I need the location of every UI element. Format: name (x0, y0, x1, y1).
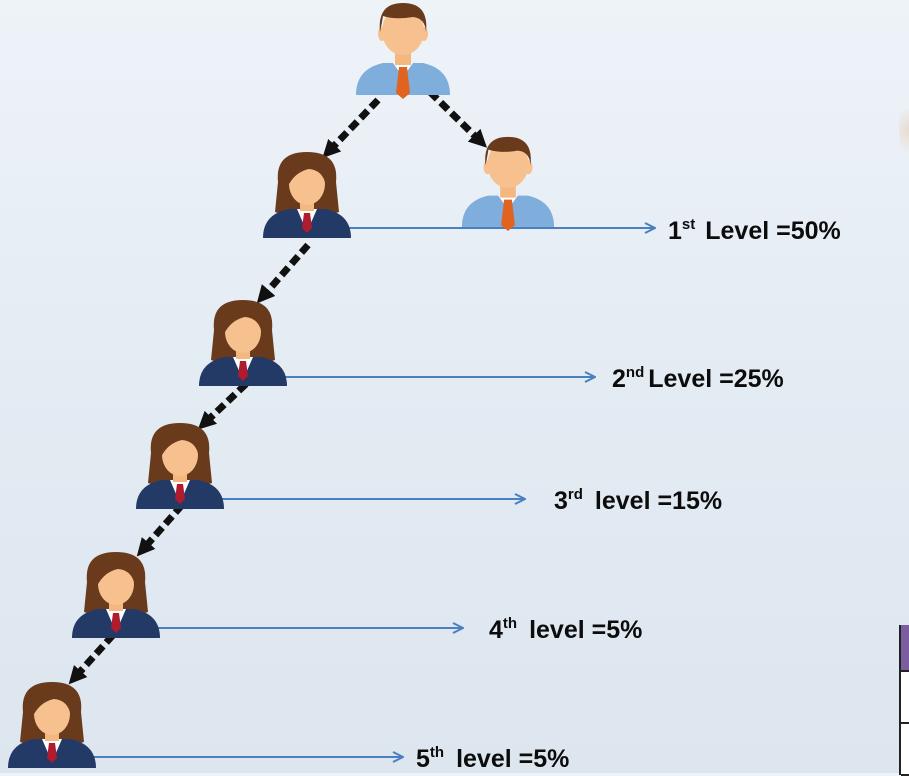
man-icon (356, 3, 450, 99)
arrow-level1-to-level2 (256, 242, 311, 304)
woman-icon (136, 423, 224, 509)
arrow-root-to-sibling (427, 89, 488, 148)
woman-icon (72, 552, 160, 638)
arrow-level3-to-level4 (136, 502, 185, 557)
arrow-root-to-level1 (322, 97, 381, 159)
table-header-cell (901, 625, 909, 672)
woman-icon (8, 682, 96, 768)
woman-icon (263, 152, 351, 238)
man-icon (461, 136, 555, 231)
table-row (901, 672, 909, 724)
woman-icon (199, 300, 287, 386)
table-row (901, 724, 909, 776)
arrow-level4-to-level5 (68, 632, 116, 685)
arrow-level2-to-level3 (197, 381, 249, 430)
decorative-blob (899, 100, 909, 160)
hierarchy-arrows (68, 89, 488, 685)
level-connectors (90, 228, 655, 757)
partial-table (899, 625, 909, 776)
